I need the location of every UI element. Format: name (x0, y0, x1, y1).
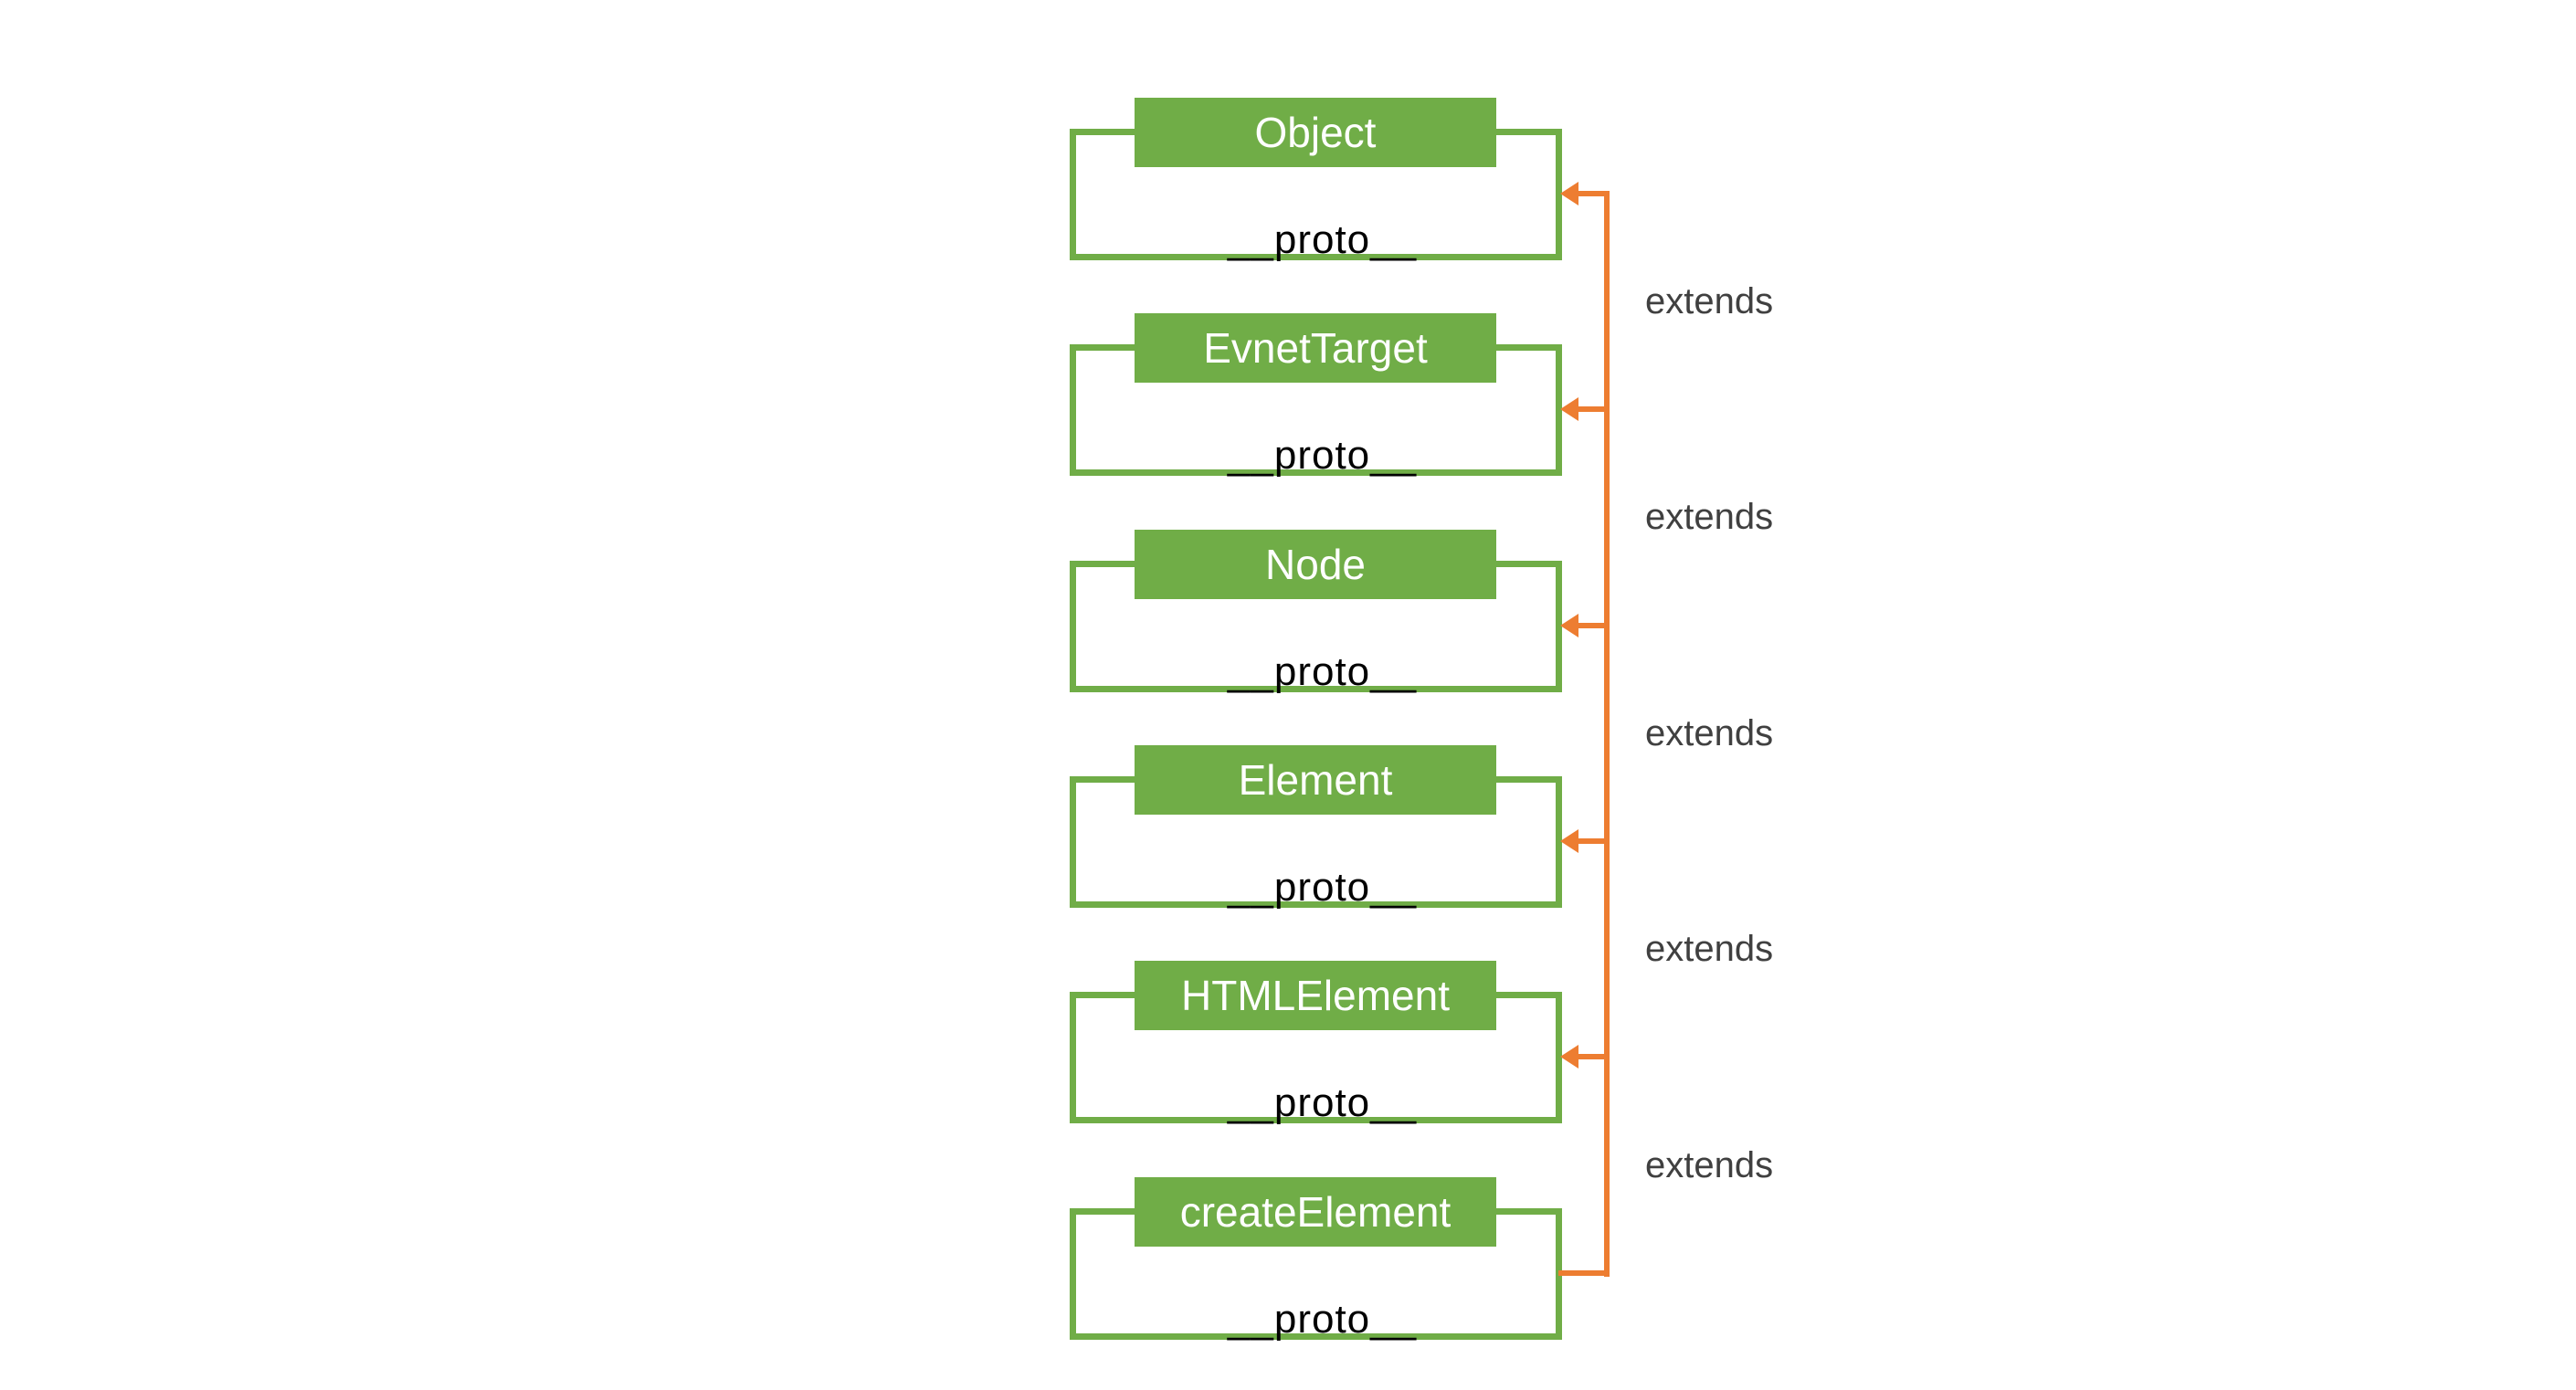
extends-label-2: extends (1645, 497, 1774, 537)
node-node-header: Node (1135, 530, 1496, 599)
node-htmlelement-proto-label: __proto__ (1227, 1080, 1418, 1125)
arrow-line-eventtarget (1577, 406, 1607, 412)
node-element-header: Element (1135, 745, 1496, 815)
node-object-header: Object (1135, 98, 1496, 167)
node-object: __proto__ Object (1070, 98, 1562, 262)
extends-trunk-line (1604, 191, 1610, 1277)
node-createelement-header: createElement (1135, 1177, 1496, 1247)
extends-label-3: extends (1645, 713, 1774, 753)
arrow-head-object (1560, 182, 1578, 205)
arrow-head-node (1560, 614, 1578, 637)
node-createelement: __proto__ createElement (1070, 1177, 1562, 1342)
arrow-head-eventtarget (1560, 397, 1578, 421)
node-eventtarget-proto-label: __proto__ (1227, 433, 1418, 478)
node-eventtarget: __proto__ EvnetTarget (1070, 313, 1562, 478)
arrow-head-element (1560, 829, 1578, 853)
connector-line-createelement (1558, 1270, 1607, 1276)
node-node-proto-label: __proto__ (1227, 649, 1418, 694)
extends-label-4: extends (1645, 929, 1774, 969)
node-eventtarget-title: EvnetTarget (1203, 324, 1428, 372)
node-element-proto-label: __proto__ (1227, 865, 1418, 910)
node-htmlelement: __proto__ HTMLElement (1070, 961, 1562, 1125)
node-element-title: Element (1238, 756, 1393, 804)
node-createelement-proto-label: __proto__ (1227, 1297, 1418, 1342)
arrow-line-node (1577, 623, 1607, 628)
extends-label-1: extends (1645, 281, 1774, 321)
node-object-proto-label: __proto__ (1227, 217, 1418, 262)
node-eventtarget-header: EvnetTarget (1135, 313, 1496, 383)
node-element: __proto__ Element (1070, 745, 1562, 910)
arrow-head-htmlelement (1560, 1045, 1578, 1069)
node-createelement-title: createElement (1179, 1188, 1452, 1236)
node-object-title: Object (1254, 109, 1377, 156)
node-node-title: Node (1265, 541, 1366, 588)
arrow-line-element (1577, 838, 1607, 844)
extends-label-5: extends (1645, 1145, 1774, 1185)
node-htmlelement-title: HTMLElement (1181, 972, 1450, 1019)
node-htmlelement-header: HTMLElement (1135, 961, 1496, 1030)
node-node: __proto__ Node (1070, 530, 1562, 694)
arrow-line-object (1577, 191, 1607, 196)
arrow-line-htmlelement (1577, 1054, 1607, 1059)
